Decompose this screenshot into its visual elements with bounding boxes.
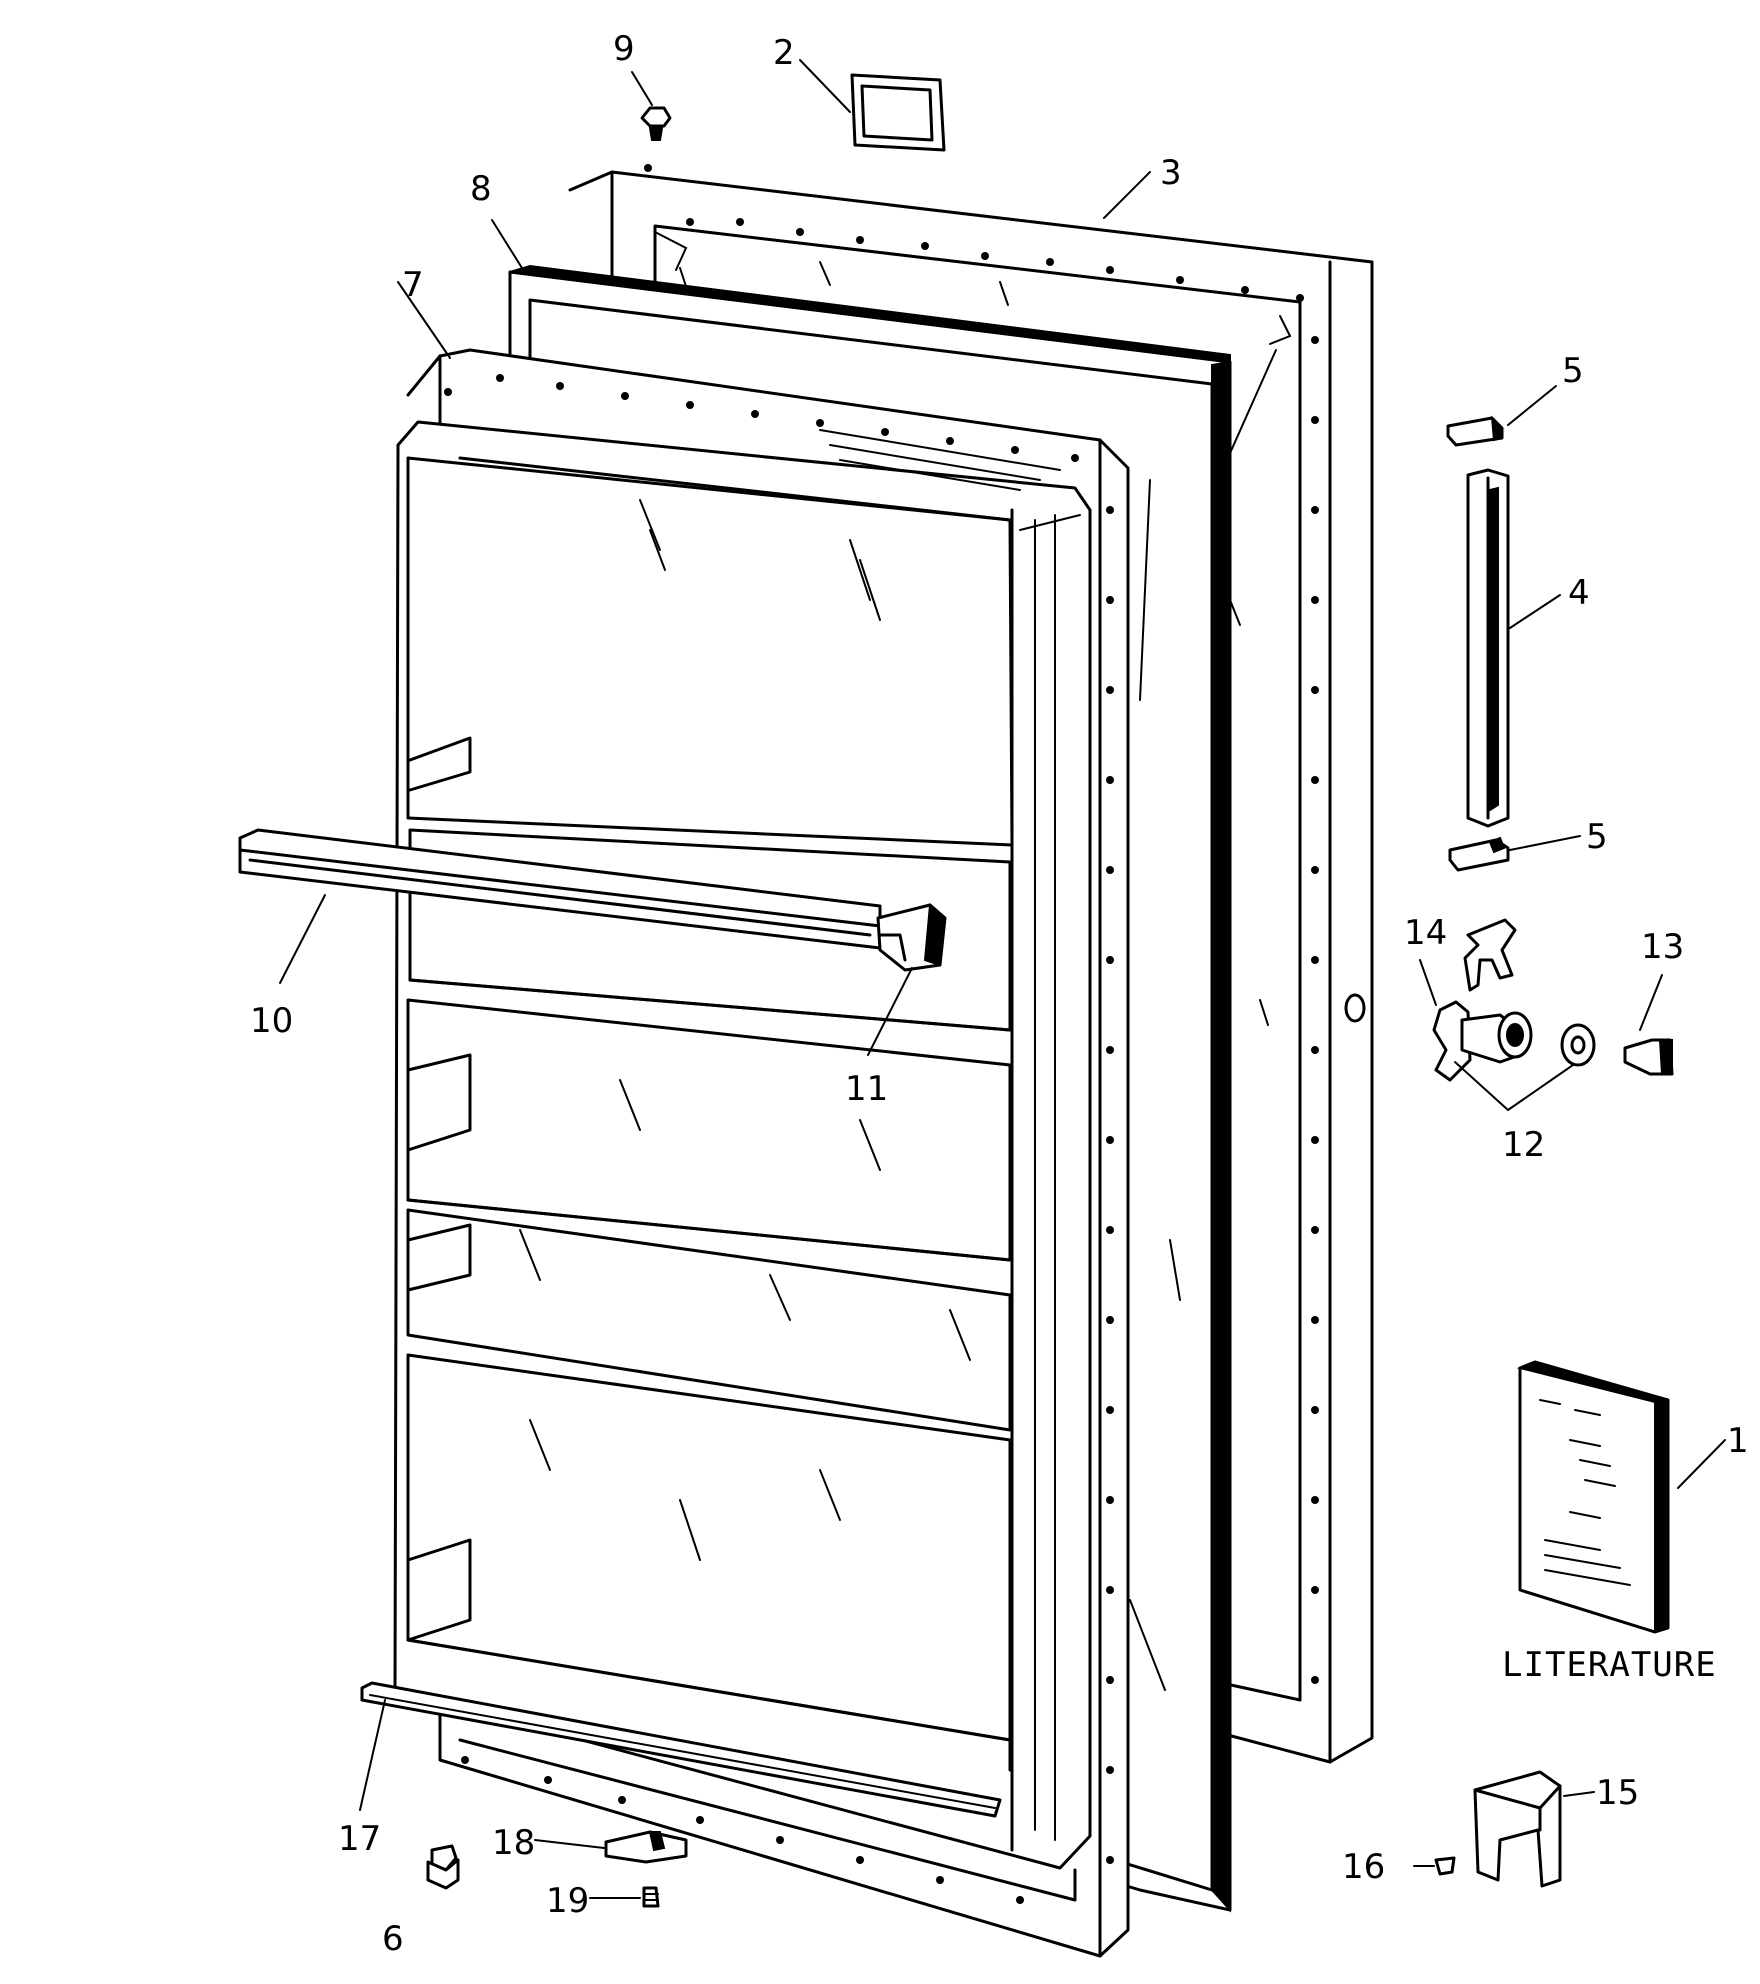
callout-10: 10 xyxy=(250,1001,293,1041)
callout-7: 7 xyxy=(402,265,424,305)
callout-2: 2 xyxy=(773,33,795,73)
latch-clip xyxy=(1432,918,1533,1082)
callout-19: 19 xyxy=(546,1881,589,1921)
callout-8: 8 xyxy=(470,169,492,209)
hinge-bracket xyxy=(604,1830,688,1864)
callout-5-top: 5 xyxy=(1562,351,1584,391)
callout-11: 11 xyxy=(845,1069,888,1109)
callout-16: 16 xyxy=(1342,1847,1385,1887)
door-handle xyxy=(1466,468,1510,828)
screw-16 xyxy=(1434,1856,1456,1876)
door-stop xyxy=(426,1844,460,1890)
handle-end-cap-top xyxy=(1446,415,1504,447)
callout-12: 12 xyxy=(1502,1125,1545,1165)
callout-6: 6 xyxy=(382,1919,404,1959)
callout-18: 18 xyxy=(492,1823,535,1863)
washer xyxy=(1560,1023,1596,1067)
screw-19 xyxy=(642,1886,660,1908)
callout-labels: 1 2 3 4 5 5 6 7 8 9 10 11 12 13 14 15 16… xyxy=(250,29,1749,1959)
inner-door-liner xyxy=(393,348,1130,1958)
callout-9: 9 xyxy=(613,29,635,69)
square-cap xyxy=(850,73,946,152)
bottom-trim-bar xyxy=(360,1681,1002,1818)
leader-lines xyxy=(279,59,1726,1899)
screw-9 xyxy=(640,106,672,141)
callout-5-bottom: 5 xyxy=(1586,817,1608,857)
callout-3: 3 xyxy=(1160,153,1182,193)
callout-1: 1 xyxy=(1727,1421,1749,1461)
handle-end-cap-bottom xyxy=(1448,836,1510,872)
callout-15: 15 xyxy=(1596,1773,1639,1813)
literature-label: LITERATURE xyxy=(1502,1645,1717,1685)
shelf-compartments xyxy=(406,456,1014,1772)
callout-4: 4 xyxy=(1568,573,1590,613)
callout-14: 14 xyxy=(1404,913,1447,953)
callout-17: 17 xyxy=(338,1819,381,1859)
callout-13: 13 xyxy=(1641,927,1684,967)
shelf-bar-end-cap xyxy=(876,902,947,972)
plug xyxy=(1623,1038,1674,1076)
literature-booklet xyxy=(1516,1360,1670,1634)
hinge-cover xyxy=(1473,1770,1562,1888)
